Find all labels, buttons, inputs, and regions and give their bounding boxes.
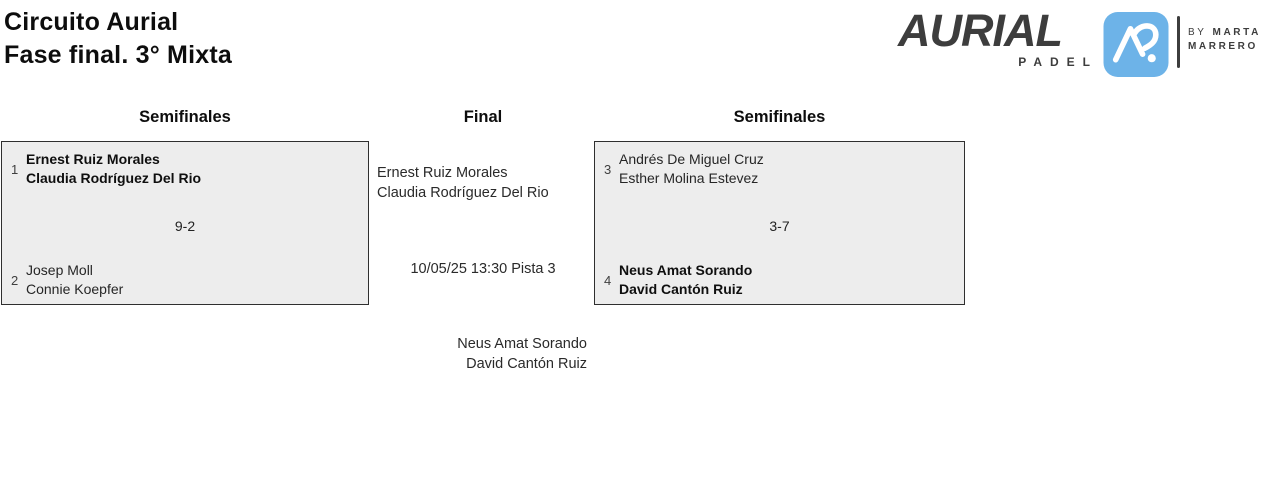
phase-name: Fase final. 3° Mixta xyxy=(4,41,232,69)
semifinal-match-right[interactable]: 3 Andrés De Miguel Cruz Esther Molina Es… xyxy=(594,141,965,305)
player-name: Ernest Ruiz Morales xyxy=(377,165,508,181)
team-players: Josep Moll Connie Koepfer xyxy=(26,261,123,299)
team-row-seed2: 2 Josep Moll Connie Koepfer xyxy=(11,261,360,299)
seed-number: 4 xyxy=(604,272,612,288)
player-name: Claudia Rodríguez Del Rio xyxy=(26,170,202,186)
logo-byline: BY MARTA MARRERO xyxy=(1188,26,1261,54)
team-players: Ernest Ruiz Morales Claudia Rodríguez De… xyxy=(26,150,201,188)
player-name: Andrés De Miguel Cruz xyxy=(619,151,764,167)
aurial-monogram-icon xyxy=(1103,12,1169,77)
byline-first-name: MARTA xyxy=(1212,27,1261,38)
player-name: Esther Molina Estevez xyxy=(619,170,759,186)
brand-subtitle: PADEL xyxy=(1018,55,1098,69)
player-name: Josep Moll xyxy=(26,262,93,278)
final-match-schedule: 10/05/25 13:30 Pista 3 xyxy=(410,261,556,277)
byline-prefix: BY xyxy=(1188,27,1207,38)
column-header-final: Final xyxy=(463,108,503,126)
match-score: 9-2 xyxy=(174,218,196,234)
player-name: Claudia Rodríguez Del Rio xyxy=(377,184,549,201)
finalist-top: Ernest Ruiz Morales Claudia Rodríguez De… xyxy=(377,164,549,203)
column-header-semifinals-left: Semifinales xyxy=(139,108,231,126)
seed-number: 2 xyxy=(11,272,19,288)
player-name: Ernest Ruiz Morales xyxy=(26,151,160,167)
finalist-bottom: Neus Amat Sorando David Cantón Ruiz xyxy=(457,335,587,374)
team-row-seed1: 1 Ernest Ruiz Morales Claudia Rodríguez … xyxy=(11,150,360,188)
semifinal-match-left[interactable]: 1 Ernest Ruiz Morales Claudia Rodríguez … xyxy=(1,141,369,305)
brand-name: AURIAL xyxy=(898,5,1063,56)
team-players: Neus Amat Sorando David Cantón Ruiz xyxy=(619,261,752,299)
team-players: Andrés De Miguel Cruz Esther Molina Este… xyxy=(619,150,764,188)
byline-last-name: MARRERO xyxy=(1188,41,1258,52)
logo-divider xyxy=(1177,16,1180,68)
column-header-semifinals-right: Semifinales xyxy=(733,108,826,126)
tournament-name: Circuito Aurial xyxy=(4,8,179,36)
player-name: Connie Koepfer xyxy=(26,281,124,297)
match-score: 3-7 xyxy=(769,218,790,234)
team-row-seed4: 4 Neus Amat Sorando David Cantón Ruiz xyxy=(604,261,956,299)
player-name: David Cantón Ruiz xyxy=(619,281,743,297)
seed-number: 3 xyxy=(604,161,612,177)
page-title: Circuito Aurial Fase final. 3° Mixta xyxy=(4,6,232,72)
seed-number: 1 xyxy=(11,161,19,177)
player-name: David Cantón Ruiz xyxy=(466,355,587,372)
player-name: Neus Amat Sorando xyxy=(619,262,753,278)
aurial-wordmark: AURIAL PADEL xyxy=(898,5,1092,70)
team-row-seed3: 3 Andrés De Miguel Cruz Esther Molina Es… xyxy=(604,150,956,188)
player-name: Neus Amat Sorando xyxy=(457,336,587,352)
